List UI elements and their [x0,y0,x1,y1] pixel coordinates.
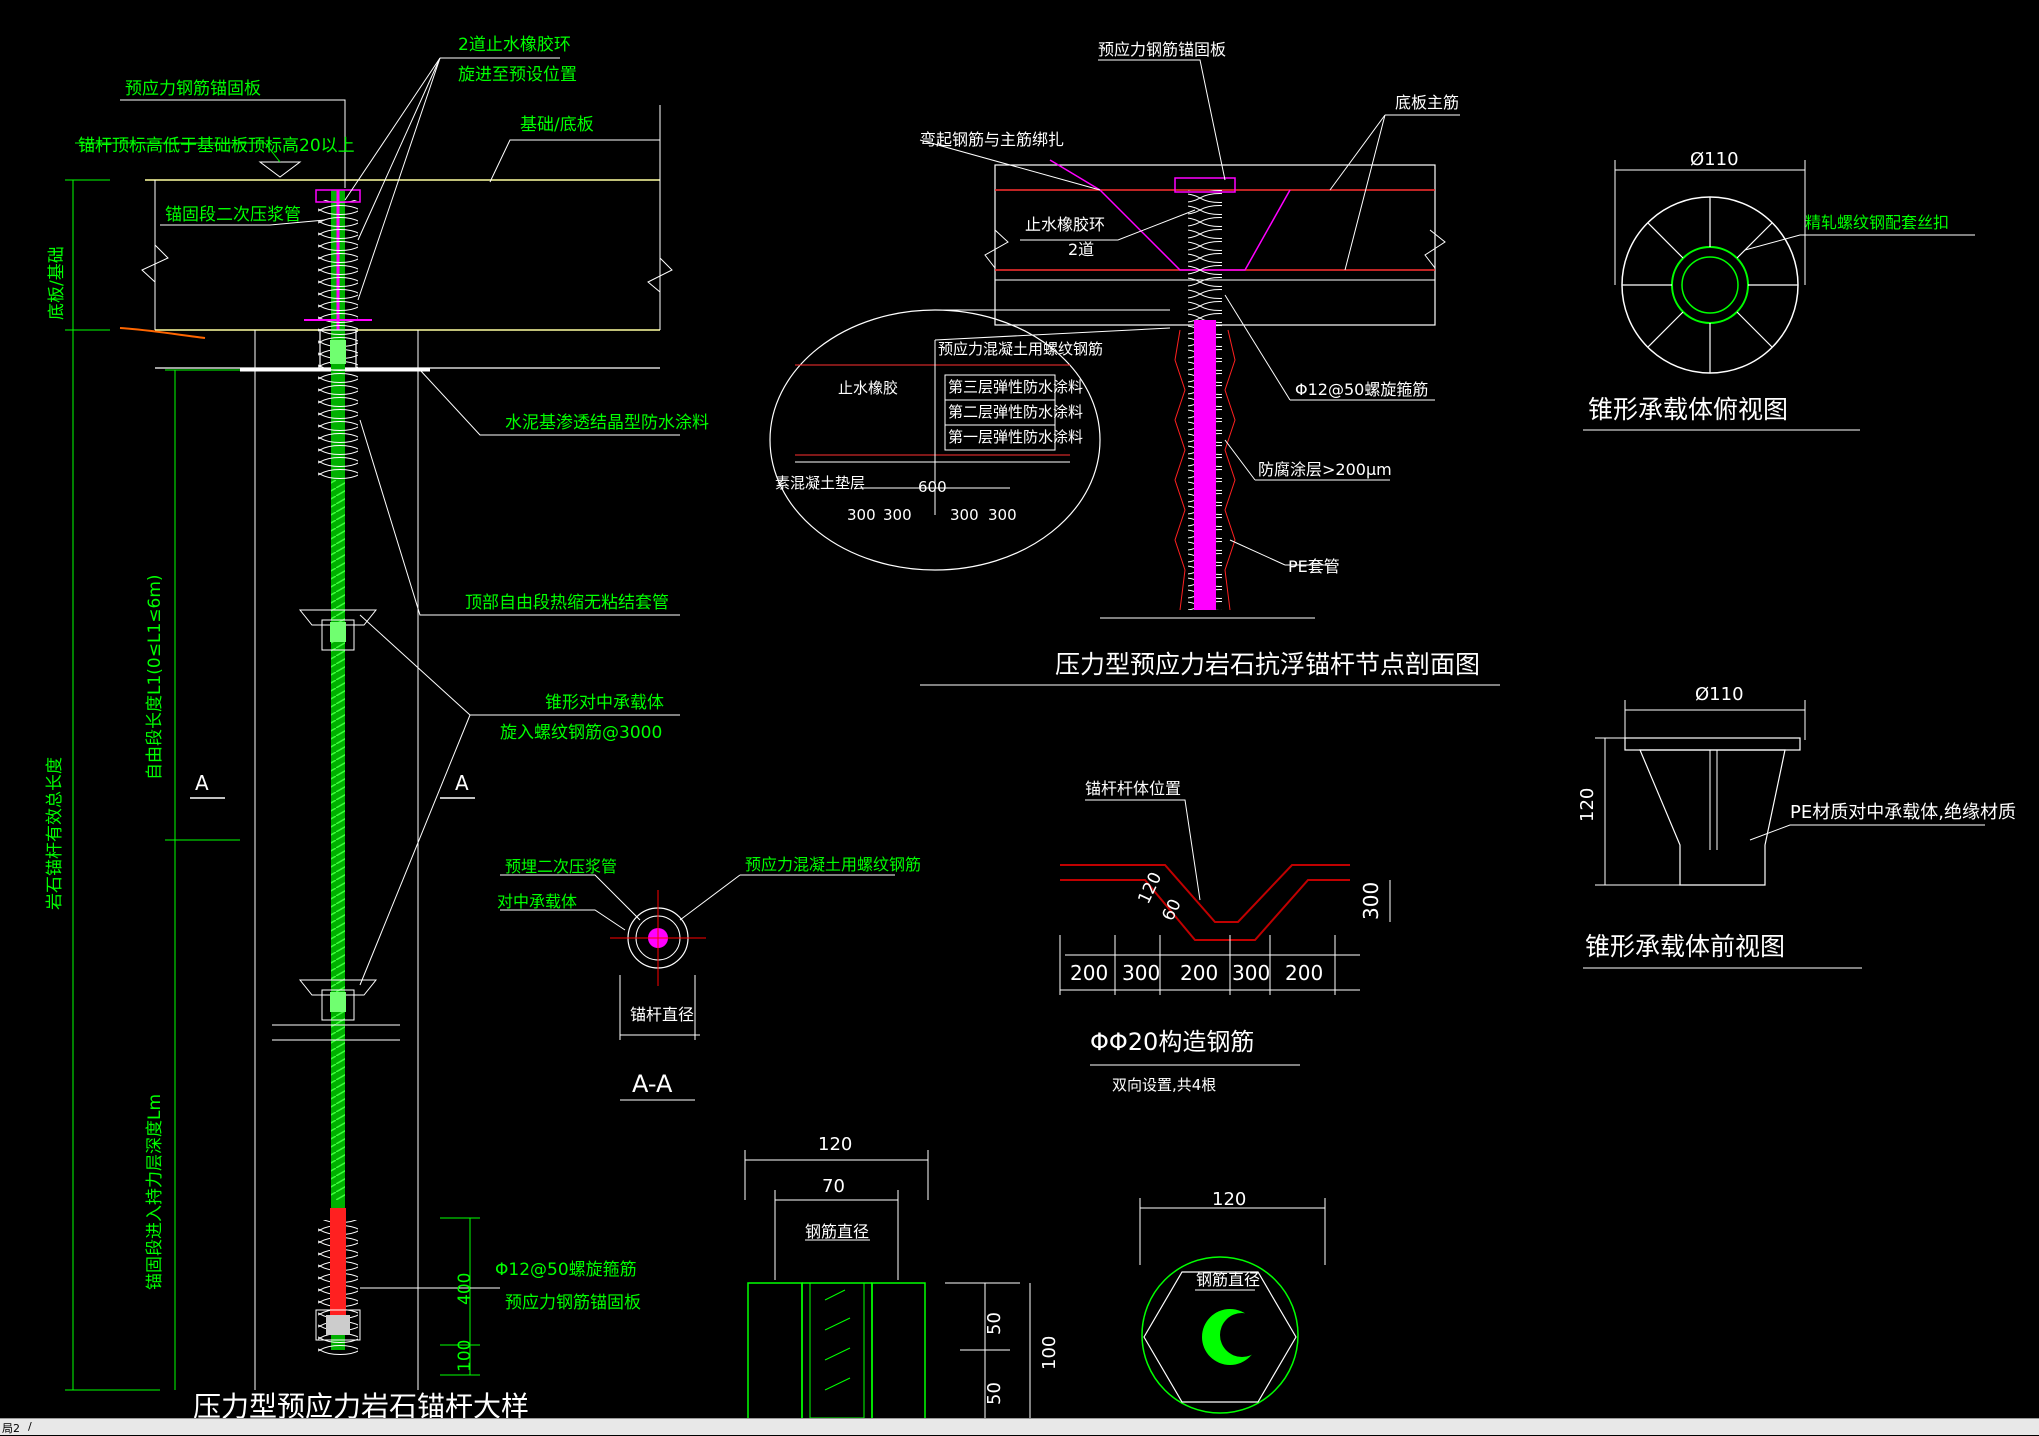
label-grout-pipe: 锚固段二次压浆管 [165,205,301,225]
rebar-dim-2: 300 [1122,961,1160,985]
label-total-length: 岩石锚杆有效总长度 [45,757,65,910]
layout-tab[interactable]: 局2 [2,1422,20,1435]
label-foundation-side: 底板/基础 [47,246,67,320]
cone-front-height: 120 [1577,788,1598,822]
section-aa: 预埋二次压浆管 对中承载体 预应力混凝土用螺纹钢筋 锚杆直径 A-A [497,855,921,1101]
node-main-rebar: 底板主筋 [1395,93,1459,112]
cone-top-title: 锥形承载体俯视图 [1588,395,1788,424]
label-anchor-length: 锚固段进入持力层深度Lm [145,1094,165,1290]
main-anchor-detail: 预应力钢筋锚固板 锚杆顶标高低于基础板顶标高20以上 锚固段二次压浆管 2道止水… [45,35,709,1418]
bubble-sealant: 止水橡胶 [838,379,898,397]
label-foundation: 基础/底板 [520,115,594,135]
bubble-dim-4: 300 [988,506,1017,524]
construction-rebar: 200 300 200 300 200 300 120 60 锚杆杆体位置 ΦΦ… [1059,779,1391,1094]
node-bend-rebar: 弯起钢筋与主筋绑扎 [920,130,1064,149]
section-mark-left: A [195,771,209,795]
plate-dim-100: 100 [1039,1336,1060,1370]
rebar-dim-4: 300 [1232,961,1270,985]
status-bar: 局2 / [0,1418,2039,1435]
section-mark-right: A [455,771,469,795]
section-aa-title: A-A [632,1070,673,1098]
label-free-sleeve: 顶部自由段热缩无粘结套管 [465,593,669,613]
node-pe-sleeve: PE套管 [1288,557,1340,576]
cone-top-dia: Ø110 [1690,149,1739,170]
label-seal-ring: 2道止水橡胶环 [458,35,571,55]
dim-400: 400 [455,1273,475,1305]
label-anchor-dia: 锚杆直径 [630,1005,694,1024]
anchor-plate-section: 120 70 钢筋直径 50 50 100 [744,1134,1060,1418]
rebar-anchor-pos: 锚杆杆体位置 [1085,779,1181,798]
label-plate-bottom: 预应力钢筋锚固板 [505,1293,641,1313]
node-anchor-plate: 预应力钢筋锚固板 [1098,40,1226,59]
plan-dim-120: 120 [1212,1189,1246,1210]
cone-front-title: 锥形承载体前视图 [1585,932,1785,961]
main-detail-title: 压力型预应力岩石锚杆大样 [193,1390,529,1418]
construction-rebar-title: ΦΦ20构造钢筋 [1090,1028,1254,1056]
bubble-layer3: 第三层弹性防水涂料 [948,378,1083,396]
rebar-dim-5: 200 [1285,961,1323,985]
bubble-layer2: 第二层弹性防水涂料 [948,403,1083,421]
plan-rebar-dia: 钢筋直径 [1196,1270,1260,1289]
node-section: 预应力混凝土用螺纹钢筋 止水橡胶 第三层弹性防水涂料 第二层弹性防水涂料 第一层… [769,40,1500,686]
node-seal-ring: 止水橡胶环 [1025,215,1105,234]
rebar-dim-300: 300 [1359,882,1383,920]
cone-top-label: 精轧螺纹钢配套丝扣 [1805,213,1949,232]
label-anchor-plate: 预应力钢筋锚固板 [125,79,261,99]
node-corrosion: 防腐涂层>200μm [1258,460,1392,479]
rebar-dim-3: 200 [1180,961,1218,985]
label-center: 对中承载体 [497,892,577,911]
bubble-dim-600: 600 [918,478,947,496]
tab-separator: / [28,1420,32,1433]
label-rebar: 预应力混凝土用螺纹钢筋 [745,855,921,874]
bubble-dim-3: 300 [950,506,979,524]
bubble-rebar: 预应力混凝土用螺纹钢筋 [938,340,1103,358]
construction-rebar-note: 双向设置,共4根 [1112,1076,1216,1094]
cone-top-view: Ø110 精轧螺纹钢配套丝扣 锥形承载体俯视图 [1583,149,1975,431]
node-spiral: Φ12@50螺旋箍筋 [1295,380,1428,399]
label-top-elev: 锚杆顶标高低于基础板顶标高20以上 [78,136,355,156]
node-seal-ring-2: 2道 [1068,240,1094,259]
cone-front-label: PE材质对中承载体,绝缘材质 [1790,802,2016,823]
bubble-dim-2: 300 [883,506,912,524]
plate-dim-50b: 50 [984,1382,1005,1405]
bubble-dim-1: 300 [847,506,876,524]
cone-front-dia: Ø110 [1695,684,1744,705]
label-spiral: Φ12@50螺旋箍筋 [495,1260,637,1280]
cone-front-view: Ø110 120 PE材质对中承载体,绝缘材质 锥形承载体前视图 [1577,684,2016,969]
label-seal-ring-2: 旋进至预设位置 [458,65,577,85]
label-pregrout: 预埋二次压浆管 [505,857,617,876]
label-waterproof: 水泥基渗透结晶型防水涂料 [505,413,709,433]
plate-dim-70: 70 [822,1176,845,1197]
label-cone-center: 锥形对中承载体 [545,693,664,713]
dim-100: 100 [455,1340,475,1372]
label-cone-center-2: 旋入螺纹钢筋@3000 [500,723,662,743]
plate-rebar-dia: 钢筋直径 [805,1222,869,1241]
plate-dim-50a: 50 [984,1312,1005,1335]
node-section-title: 压力型预应力岩石抗浮锚杆节点剖面图 [1055,650,1480,679]
label-free-length: 自由段长度L1(0≤L1≤6m) [145,574,165,780]
bubble-cushion: 素混凝土垫层 [775,474,865,492]
plate-dim-120: 120 [818,1134,852,1155]
anchor-plate-plan: 120 钢筋直径 [1139,1189,1326,1414]
bubble-layer1: 第一层弹性防水涂料 [948,428,1083,446]
rebar-dim-1: 200 [1070,961,1108,985]
